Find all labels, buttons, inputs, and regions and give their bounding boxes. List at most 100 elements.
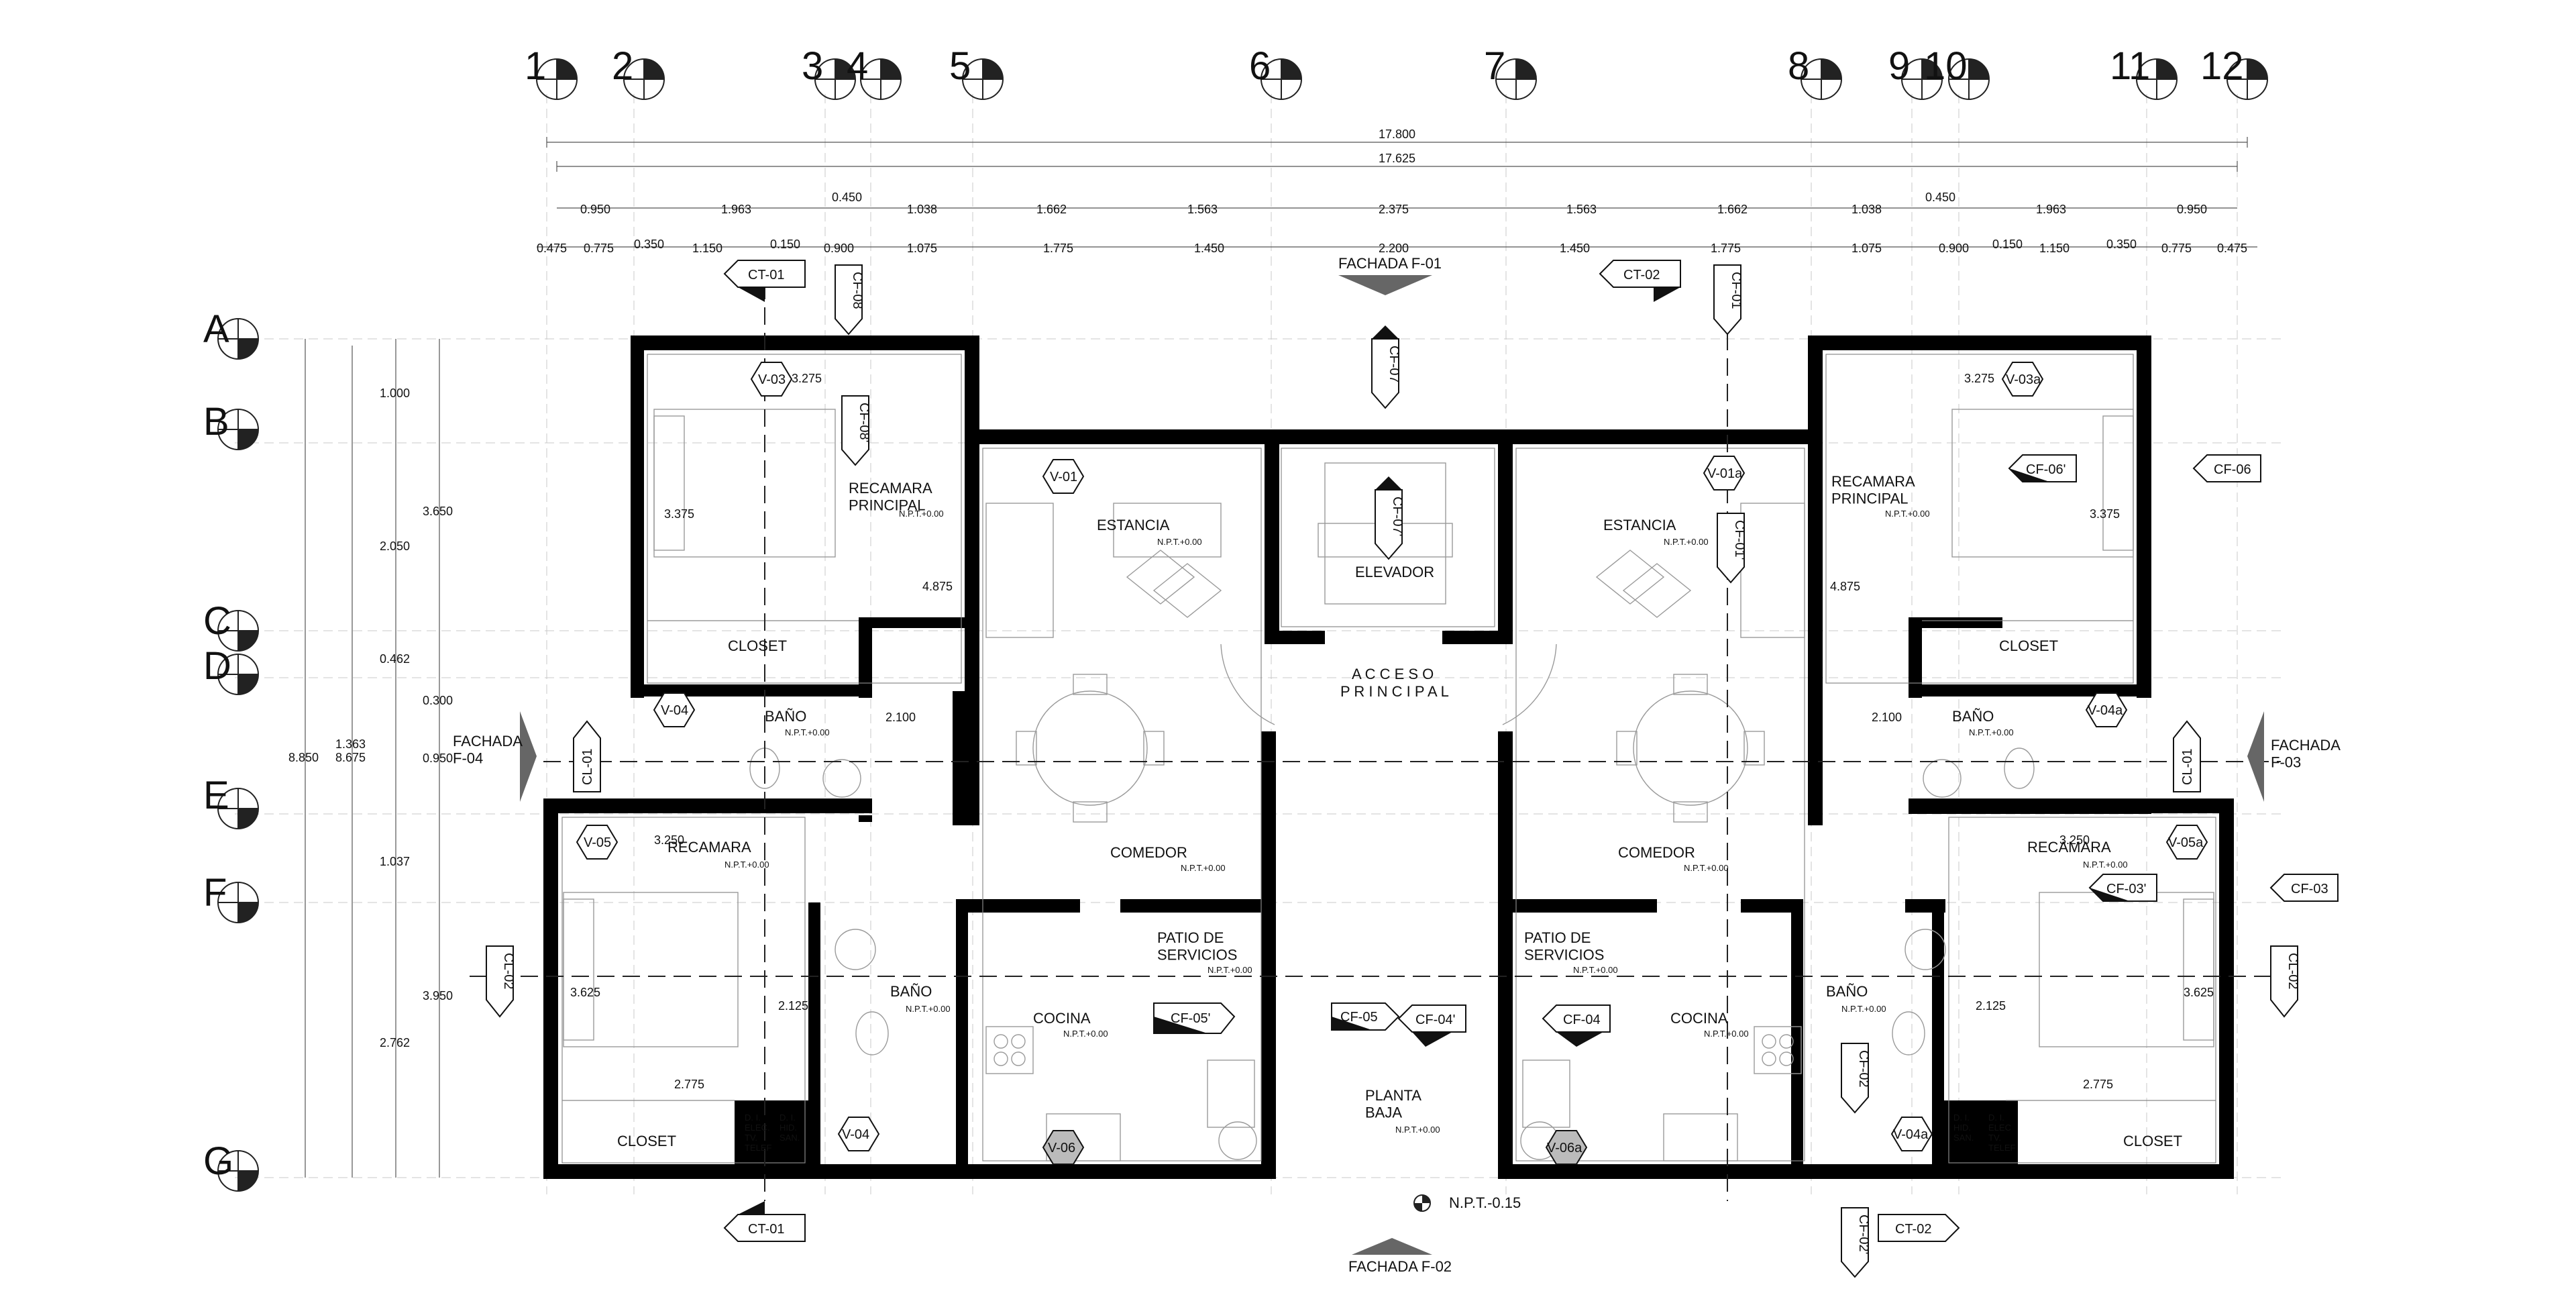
label: V-06a [1547,1141,1582,1155]
column-axis-5: 5 [949,44,1004,100]
level-label: N.P.T.+0.00 [785,727,830,737]
room-comedor-left: COMEDOR [1110,844,1187,861]
dim: 2.125 [778,999,808,1013]
npt-bottom-symbol [1413,1194,1431,1212]
row-axis-B: B [203,400,259,450]
label: CF-01' [1732,520,1747,560]
column-label: 4 [847,44,868,88]
column-label: 8 [1788,44,1809,88]
column-label: 6 [1249,44,1271,88]
cut-tag-cf06: CF-06 [2192,454,2261,482]
level-label: N.P.T.+0.00 [1573,965,1618,975]
text-line: SERVICIOS [1157,946,1237,963]
dim: 2.775 [2083,1078,2113,1091]
room-estancia-right: ESTANCIA [1603,517,1676,533]
section-cut-lines [470,282,2281,1201]
column-axis-3: 3 [802,44,856,100]
dim: 1.037 [380,855,410,868]
row-label: F [203,871,227,915]
dim: 1.563 [1187,203,1218,216]
dim-overall-2: 17.625 [1379,152,1415,165]
label: PLANTA [1365,1087,1421,1104]
dim: 1.075 [907,242,937,255]
column-axis-markers: 1 2 3 4 5 [525,44,2268,100]
room-elevador: ELEVADOR [1355,564,1434,580]
label: CL-02 [2286,953,2300,989]
label: V-05 [584,835,611,850]
room-closet-top-right: CLOSET [1999,637,2058,654]
label: CL-01 [580,749,595,785]
column-axis-1: 1 [525,44,578,100]
dim-overall: 17.800 [1379,127,1415,141]
window-tag: V-03a [2001,362,2044,397]
level-label: N.P.T.+0.00 [1969,727,2014,737]
dim: 1.775 [1043,242,1073,255]
window-tag: V-01 [1042,459,1085,494]
text-line: PRINCIPAL [849,497,926,513]
facade-f02-label: FACHADA F-02 [1348,1258,1452,1275]
level-label: N.P.T.+0.00 [1885,509,1930,519]
label: FACHADA [453,733,523,750]
facade-f01-marker: FACHADA F-01 [1338,255,1442,295]
dim: 1.150 [2039,242,2070,255]
column-axis-6: 6 [1249,44,1302,100]
label: CT-01 [748,1222,784,1237]
room-bano-top-left: BAÑO [765,708,806,725]
cut-tag-ct01-top: CT-01 [723,260,806,302]
di-hid-left: D. I.HID.SAN. [780,1113,800,1143]
row-label: E [203,774,229,817]
cut-tag-cl01-left: CL-01 [573,720,601,792]
text-line: F-03 [2271,754,2301,770]
room-cocina-left: COCINA [1033,1010,1091,1027]
dim: 0.950 [423,752,453,765]
dim: 2.200 [1379,242,1409,255]
dim: 0.475 [2217,242,2247,255]
column-axis-4: 4 [847,44,902,100]
row-axis-G: G [203,1139,259,1192]
label: PATIO DE [1157,929,1224,946]
label: CF-07' [1390,497,1405,536]
text-line: F-04 [453,750,483,766]
level-label: N.P.T.+0.00 [724,860,769,870]
dim: 1.075 [1851,242,1882,255]
cut-tag-cl01-right: CL-01 [2173,720,2201,792]
label: CF-06 [2214,462,2251,477]
dim: 3.375 [664,507,694,521]
row-axis-E: E [203,774,259,829]
dim: 1.038 [1851,203,1882,216]
level-label: N.P.T.+0.00 [1704,1029,1749,1039]
cut-tag-cf08p: CF-08' [841,395,871,466]
level-label: N.P.T.+0.00 [1841,1004,1886,1014]
level-label: N.P.T.+0.00 [1181,863,1226,873]
dim: 1.963 [721,203,751,216]
text-line: HID. [780,1123,797,1133]
di-elec-left: D. I.ELEC.TV.TELEF [745,1113,772,1153]
label: CT-02 [1623,268,1660,282]
room-comedor-right: COMEDOR [1618,844,1695,861]
walls [543,335,2234,1179]
dim: 0.775 [584,242,614,255]
interior-lines [561,354,2216,1164]
label: V-04a [2088,703,2123,718]
row-axis-D: D [203,644,259,695]
dim: 3.650 [423,505,453,518]
text-line: TV. [745,1133,757,1143]
window-tag: V-01a [1703,456,1746,490]
column-axis-10: 10 [1924,44,1990,100]
dim: 1.000 [380,386,410,400]
dim: 1.662 [1036,203,1067,216]
dim: 3.250 [654,833,684,847]
row-label: B [203,400,229,444]
label: CF-04' [1415,1013,1455,1027]
column-label: 11 [2110,44,2150,88]
row-label: D [203,644,231,688]
row-axis-F: F [203,871,259,923]
label: CF-06' [2026,462,2065,477]
cut-tag-cf01-top: CF-01 [1713,264,1743,335]
room-closet-top-left: CLOSET [728,637,787,654]
